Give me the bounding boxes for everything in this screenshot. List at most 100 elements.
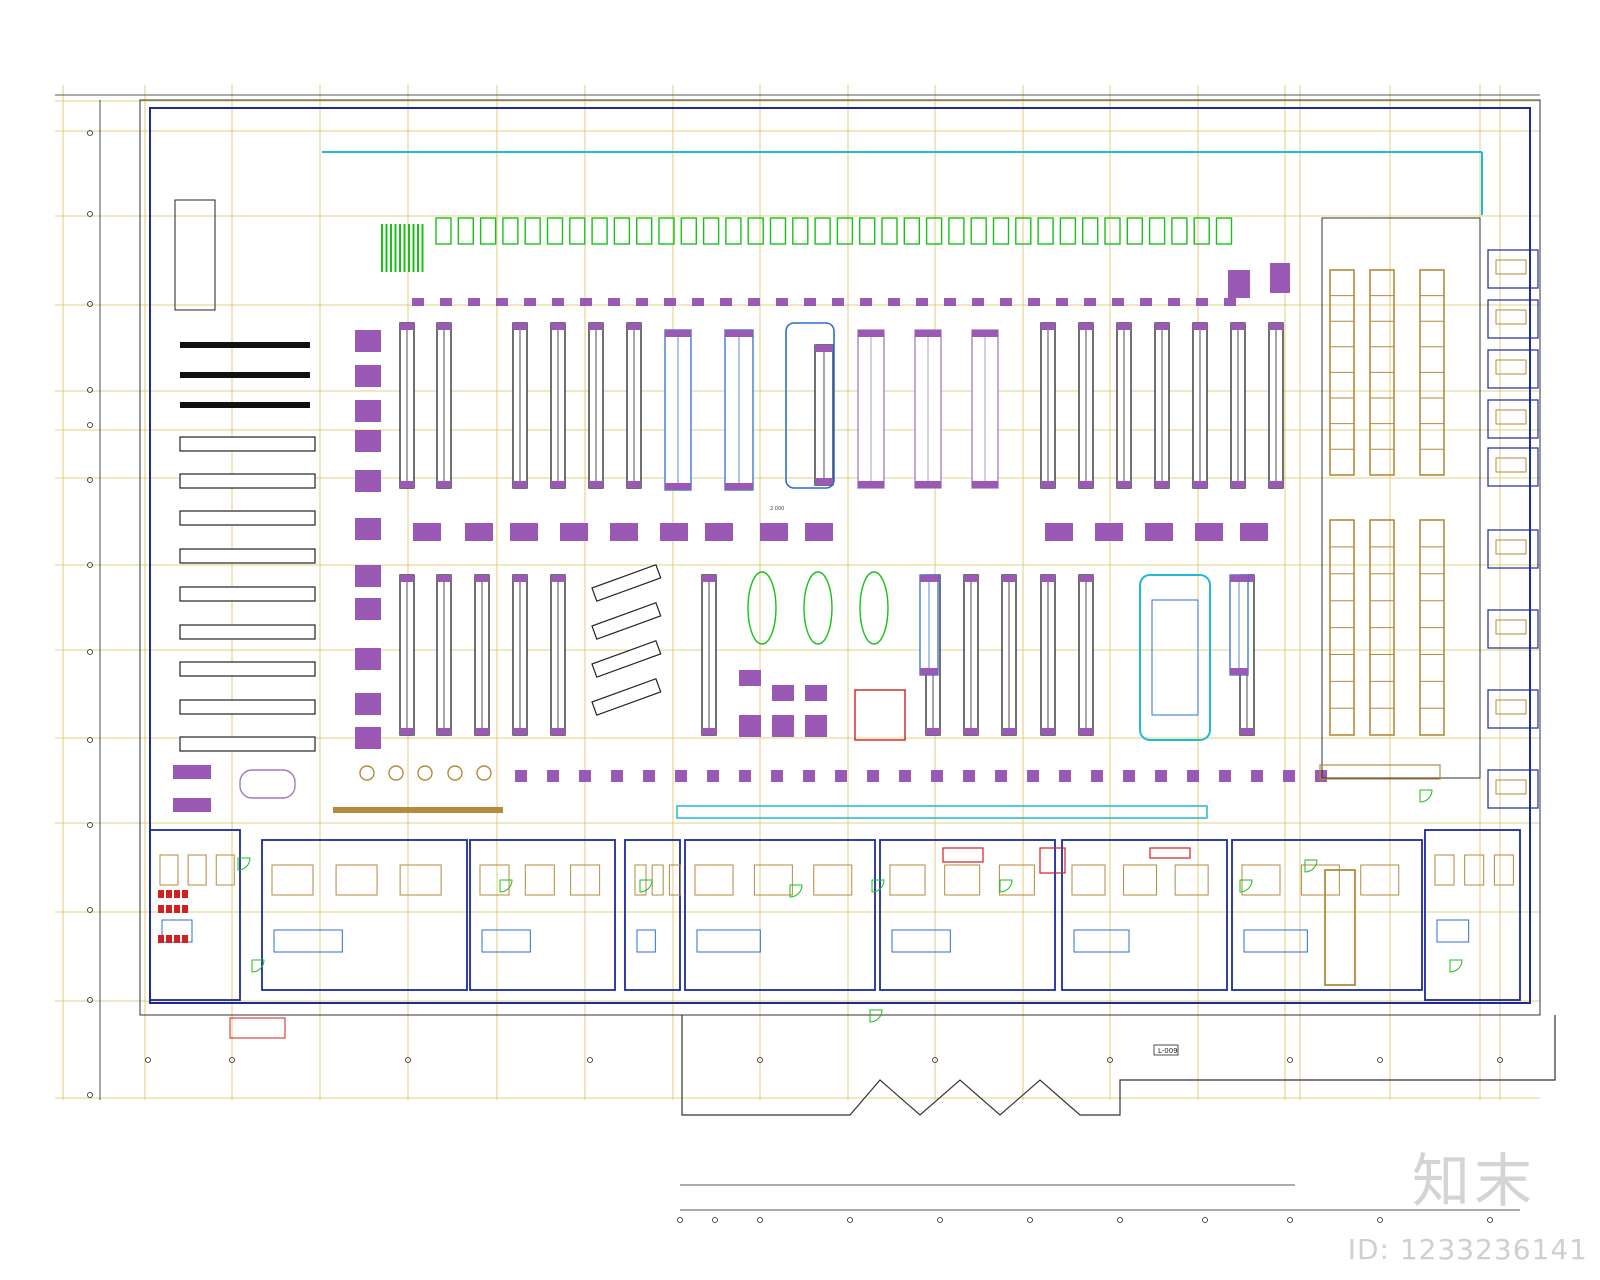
stair-flight <box>1324 869 1356 986</box>
door-swing <box>499 879 513 893</box>
room-fixture <box>813 864 853 896</box>
axis-bubble <box>87 211 93 217</box>
checkout-lane <box>792 217 809 245</box>
checkout-lane <box>435 217 452 245</box>
axis-bubble <box>1377 1217 1383 1223</box>
room-fixture <box>335 864 378 896</box>
angled-rack <box>591 563 662 602</box>
gondola-horizontal <box>179 624 316 640</box>
sign-bars <box>180 342 310 408</box>
endcap-block <box>1196 298 1208 306</box>
endcap-block <box>1112 298 1124 306</box>
axis-bubble <box>405 1057 411 1063</box>
room-fixture <box>1434 854 1455 886</box>
endcap-block <box>888 298 900 306</box>
checkout-lane <box>925 217 943 245</box>
promo-block <box>355 648 381 670</box>
room-fixture <box>215 854 235 886</box>
gondola-vertical-endcap <box>1041 575 1055 582</box>
gondola-vertical-endcap <box>551 575 565 582</box>
room-fixture <box>1123 864 1158 896</box>
promo-block <box>355 330 381 352</box>
checkout-lane <box>546 217 564 245</box>
endcap-block <box>496 298 508 306</box>
room-fixture <box>271 864 314 896</box>
round-table <box>447 765 463 781</box>
endcap-block <box>944 298 956 306</box>
room-fixture <box>1071 864 1106 896</box>
checkout-lane <box>992 217 1010 245</box>
office-chair <box>174 935 180 943</box>
chiller-case-endcap <box>920 575 938 582</box>
dimension-text: 2 000 <box>770 506 784 512</box>
display-block <box>739 670 761 686</box>
room-fixture <box>1360 864 1400 896</box>
checkout-lane <box>591 217 608 245</box>
front-counter <box>676 805 1208 819</box>
produce-table <box>859 571 889 645</box>
endcap-block <box>1187 770 1199 782</box>
deli-counter-inner <box>1151 599 1199 716</box>
island-display <box>510 523 538 541</box>
chiller-case-endcap <box>920 668 938 675</box>
axis-bubble <box>712 1217 718 1223</box>
round-table <box>417 765 433 781</box>
gondola-vertical-endcap <box>1041 481 1055 488</box>
gondola-horizontal <box>179 510 316 526</box>
endcap-block <box>995 770 1007 782</box>
room-fixture <box>481 929 531 953</box>
checkout-lane <box>1193 217 1210 245</box>
axis-markers <box>87 130 1503 1223</box>
gondola-vertical-endcap <box>551 481 565 488</box>
checkout-lane <box>524 217 541 245</box>
endcap-block <box>664 298 676 306</box>
room-fixture <box>1300 864 1340 896</box>
checkout-strip <box>333 805 1208 819</box>
gondola-vertical-endcap <box>513 481 527 488</box>
office-desk <box>1495 699 1527 715</box>
gondola-horizontal <box>179 736 316 752</box>
axis-bubble <box>87 997 93 1003</box>
gondola-vertical-endcap <box>627 323 641 330</box>
gondola-vertical-endcap <box>964 575 978 582</box>
axis-bubble <box>757 1217 763 1223</box>
room-fixture <box>651 864 664 896</box>
promo-block <box>355 727 381 749</box>
display-island <box>239 769 296 799</box>
endcap-block <box>1027 770 1039 782</box>
office-room <box>1487 299 1539 339</box>
checkout-lane <box>903 217 920 245</box>
gondola-vertical-endcap <box>589 323 603 330</box>
display-bar <box>180 372 310 378</box>
axis-bubble <box>1497 1057 1503 1063</box>
office-desk <box>1495 539 1527 555</box>
service-rooms <box>149 829 1521 1001</box>
axis-bubble <box>847 1217 853 1223</box>
door-swing <box>639 879 653 893</box>
office-room <box>1487 399 1539 439</box>
gondola-horizontal <box>179 586 316 602</box>
office-room <box>1487 609 1539 649</box>
door-swing <box>251 959 265 973</box>
island-display <box>1095 523 1123 541</box>
room-fixture <box>944 864 981 896</box>
door-swing <box>789 884 803 898</box>
watermark-id: ID: 1233236141 <box>1347 1233 1588 1266</box>
endcap-block <box>899 770 911 782</box>
endcap-block <box>1315 770 1327 782</box>
equipment-block <box>1039 847 1066 874</box>
promo-block <box>355 430 381 452</box>
office-chair <box>182 890 188 898</box>
gondola-vertical-endcap <box>1117 481 1131 488</box>
endcap-block <box>468 298 480 306</box>
equipment-block <box>942 847 984 863</box>
axis-bubble <box>932 1057 938 1063</box>
promo-displays <box>173 263 1327 812</box>
apparel-rack-endcap <box>972 330 998 337</box>
chiller-case-endcap <box>725 330 753 337</box>
checkout-lane <box>1037 217 1054 245</box>
axis-bubble <box>1027 1217 1033 1223</box>
room-fixture <box>1243 929 1308 953</box>
checkout-lane <box>502 217 519 245</box>
